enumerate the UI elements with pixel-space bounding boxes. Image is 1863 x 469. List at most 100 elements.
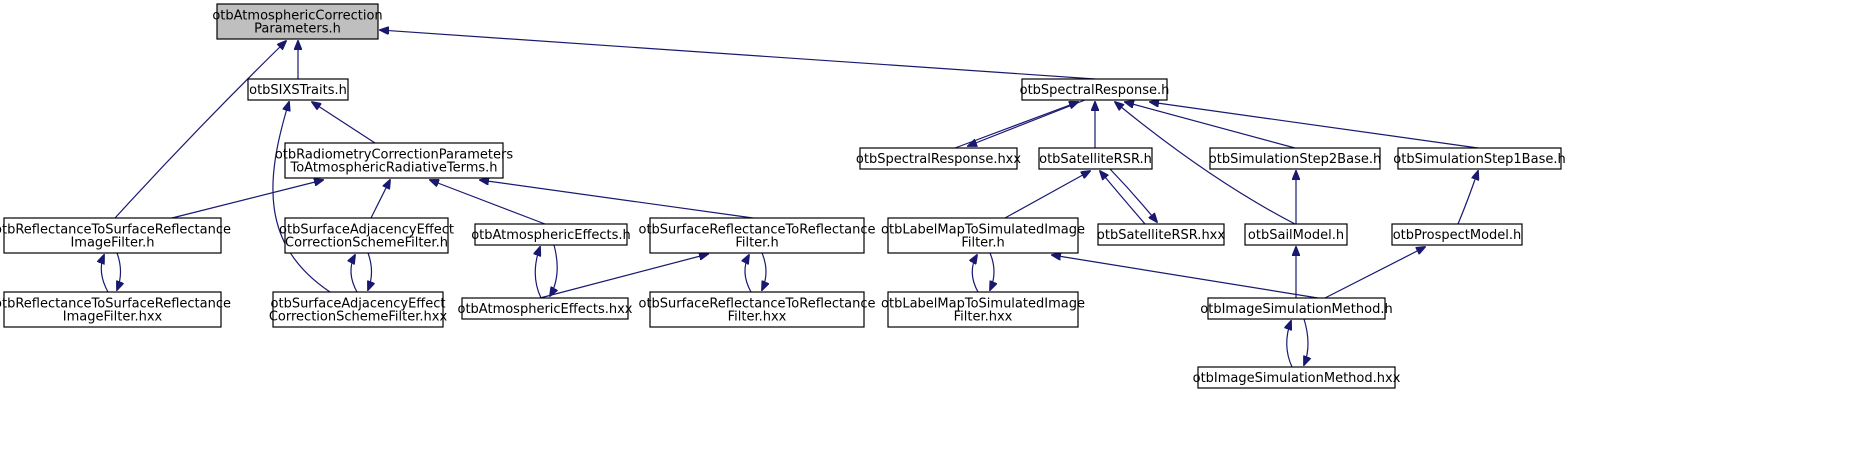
node-surf_h[interactable]: otbSurfaceReflectanceToReflectanceFilter… xyxy=(639,217,876,254)
node-box[interactable] xyxy=(1397,147,1562,170)
node-label: otbReflectanceToSurfaceReflectance xyxy=(0,223,231,238)
node-box[interactable] xyxy=(272,291,444,328)
node-label: ImageFilter.hxx xyxy=(63,310,163,325)
node-spectral_hxx[interactable]: otbSpectralResponse.hxx xyxy=(856,147,1021,170)
node-label: otbSatelliteRSR.h xyxy=(1039,152,1152,167)
node-box[interactable] xyxy=(1207,297,1386,320)
node-sail[interactable]: otbSailModel.h xyxy=(1244,223,1348,246)
edge-adj_hxx-to-sixs xyxy=(272,102,331,293)
node-surf_hxx[interactable]: otbSurfaceReflectanceToReflectanceFilter… xyxy=(639,291,876,328)
edge-label_hxx-to-label_h xyxy=(972,255,979,293)
node-label: otbReflectanceToSurfaceReflectance xyxy=(0,297,231,312)
node-box[interactable] xyxy=(216,3,379,40)
edge-satrsr_h-to-satrsr_hxx xyxy=(1109,168,1157,222)
node-label: otbAtmosphericEffects.hxx xyxy=(458,302,633,317)
node-label: Filter.h xyxy=(961,236,1004,251)
edge-step2-to-spectral_h xyxy=(1125,102,1296,149)
node-label: otbImageSimulationMethod.h xyxy=(1200,302,1392,317)
node-label: Filter.hxx xyxy=(728,310,787,325)
node-label: ImageFilter.h xyxy=(70,236,154,251)
node-label: otbSpectralResponse.h xyxy=(1020,83,1170,98)
node-imgsim_hxx[interactable]: otbImageSimulationMethod.hxx xyxy=(1193,366,1401,389)
edge-label_h-to-satrsr_h xyxy=(1004,171,1090,219)
edge-atmeff_hxx-to-atmeff_h xyxy=(535,247,542,299)
node-box[interactable] xyxy=(284,217,449,254)
node-label: otbProspectModel.h xyxy=(1393,228,1522,243)
node-box[interactable] xyxy=(1038,147,1153,170)
node-box[interactable] xyxy=(1391,223,1523,246)
node-box[interactable] xyxy=(1244,223,1348,246)
node-refl_h[interactable]: otbReflectanceToSurfaceReflectanceImageF… xyxy=(0,217,231,254)
edge-step1-to-spectral_h xyxy=(1150,102,1479,149)
node-sixs[interactable]: otbSIXSTraits.h xyxy=(247,78,349,101)
node-box[interactable] xyxy=(3,291,222,328)
node-label: otbSurfaceReflectanceToReflectance xyxy=(639,297,876,312)
node-label: otbLabelMapToSimulatedImage xyxy=(881,223,1085,238)
edge-imgsim_h-to-imgsim_hxx xyxy=(1304,318,1308,365)
node-label: ToAtmosphericRadiativeTerms.h xyxy=(289,161,497,176)
node-adj_h[interactable]: otbSurfaceAdjacencyEffectCorrectionSchem… xyxy=(279,217,454,254)
node-prospect[interactable]: otbProspectModel.h xyxy=(1391,223,1523,246)
node-atmeff_hxx[interactable]: otbAtmosphericEffects.hxx xyxy=(458,297,633,320)
edge-satrsr_hxx-to-satrsr_h xyxy=(1100,171,1146,225)
edge-atmeff_hxx-to-surf_h xyxy=(539,254,708,299)
node-box[interactable] xyxy=(649,291,865,328)
node-box[interactable] xyxy=(461,297,629,320)
node-label: otbSurfaceAdjacencyEffect xyxy=(279,223,454,238)
node-satrsr_h[interactable]: otbSatelliteRSR.h xyxy=(1038,147,1153,170)
node-box[interactable] xyxy=(1197,366,1396,389)
node-spectral_h[interactable]: otbSpectralResponse.h xyxy=(1020,78,1170,101)
node-refl_hxx[interactable]: otbReflectanceToSurfaceReflectanceImageF… xyxy=(0,291,231,328)
node-box[interactable] xyxy=(1097,223,1225,246)
edge-label_h-to-label_hxx xyxy=(990,252,994,290)
edge-imgsim_hxx-to-imgsim_h xyxy=(1287,321,1293,368)
node-label: otbAtmosphericEffects.h xyxy=(471,228,631,243)
node-radio[interactable]: otbRadiometryCorrectionParametersToAtmos… xyxy=(275,142,514,179)
node-box[interactable] xyxy=(1021,78,1168,101)
node-box[interactable] xyxy=(1209,147,1381,170)
edge-atmeff_h-to-atmeff_hxx xyxy=(550,244,557,296)
node-adj_hxx[interactable]: otbSurfaceAdjacencyEffectCorrectionSchem… xyxy=(269,291,448,328)
node-box[interactable] xyxy=(247,78,349,101)
node-label: Filter.h xyxy=(735,236,778,251)
node-box[interactable] xyxy=(649,217,865,254)
edge-imgsim_h-to-label_h xyxy=(1052,255,1319,299)
edge-sail-to-spectral_h xyxy=(1115,102,1296,225)
edge-refl_h-to-refl_hxx xyxy=(117,252,121,290)
node-label: otbRadiometryCorrectionParameters xyxy=(275,148,514,163)
node-label: otbLabelMapToSimulatedImage xyxy=(881,297,1085,312)
edge-spectral_h-to-atmcorr xyxy=(380,30,1096,80)
node-label: otbAtmosphericCorrection xyxy=(212,9,382,24)
node-label: otbSurfaceAdjacencyEffect xyxy=(271,297,446,312)
node-label: CorrectionSchemeFilter.h xyxy=(285,236,448,251)
edge-adj_h-to-adj_hxx xyxy=(368,252,372,290)
node-satrsr_hxx[interactable]: otbSatelliteRSR.hxx xyxy=(1097,223,1225,246)
edge-imgsim_h-to-prospect xyxy=(1324,247,1425,299)
node-imgsim_h[interactable]: otbImageSimulationMethod.h xyxy=(1200,297,1393,320)
node-box[interactable] xyxy=(284,142,504,179)
node-label: otbSailModel.h xyxy=(1248,228,1344,243)
node-label: Filter.hxx xyxy=(954,310,1013,325)
edge-adj_h-to-radio xyxy=(370,180,390,219)
edge-refl_h-to-atmcorr xyxy=(114,41,286,219)
node-box[interactable] xyxy=(3,217,222,254)
node-box[interactable] xyxy=(887,291,1079,328)
node-label: otbImageSimulationMethod.hxx xyxy=(1193,371,1401,386)
node-label: otbSurfaceReflectanceToReflectance xyxy=(639,223,876,238)
node-label: otbSimulationStep2Base.h xyxy=(1209,152,1381,167)
node-step2[interactable]: otbSimulationStep2Base.h xyxy=(1209,147,1381,170)
node-step1[interactable]: otbSimulationStep1Base.h xyxy=(1393,147,1566,170)
node-atmeff_h[interactable]: otbAtmosphericEffects.h xyxy=(471,223,631,246)
node-box[interactable] xyxy=(474,223,628,246)
edge-refl_h-to-radio xyxy=(171,180,323,219)
node-box[interactable] xyxy=(859,147,1018,170)
edge-surf_h-to-surf_hxx xyxy=(762,252,766,290)
edge-radio-to-sixs xyxy=(312,102,376,144)
node-label: otbSpectralResponse.hxx xyxy=(856,152,1021,167)
node-box[interactable] xyxy=(887,217,1079,254)
